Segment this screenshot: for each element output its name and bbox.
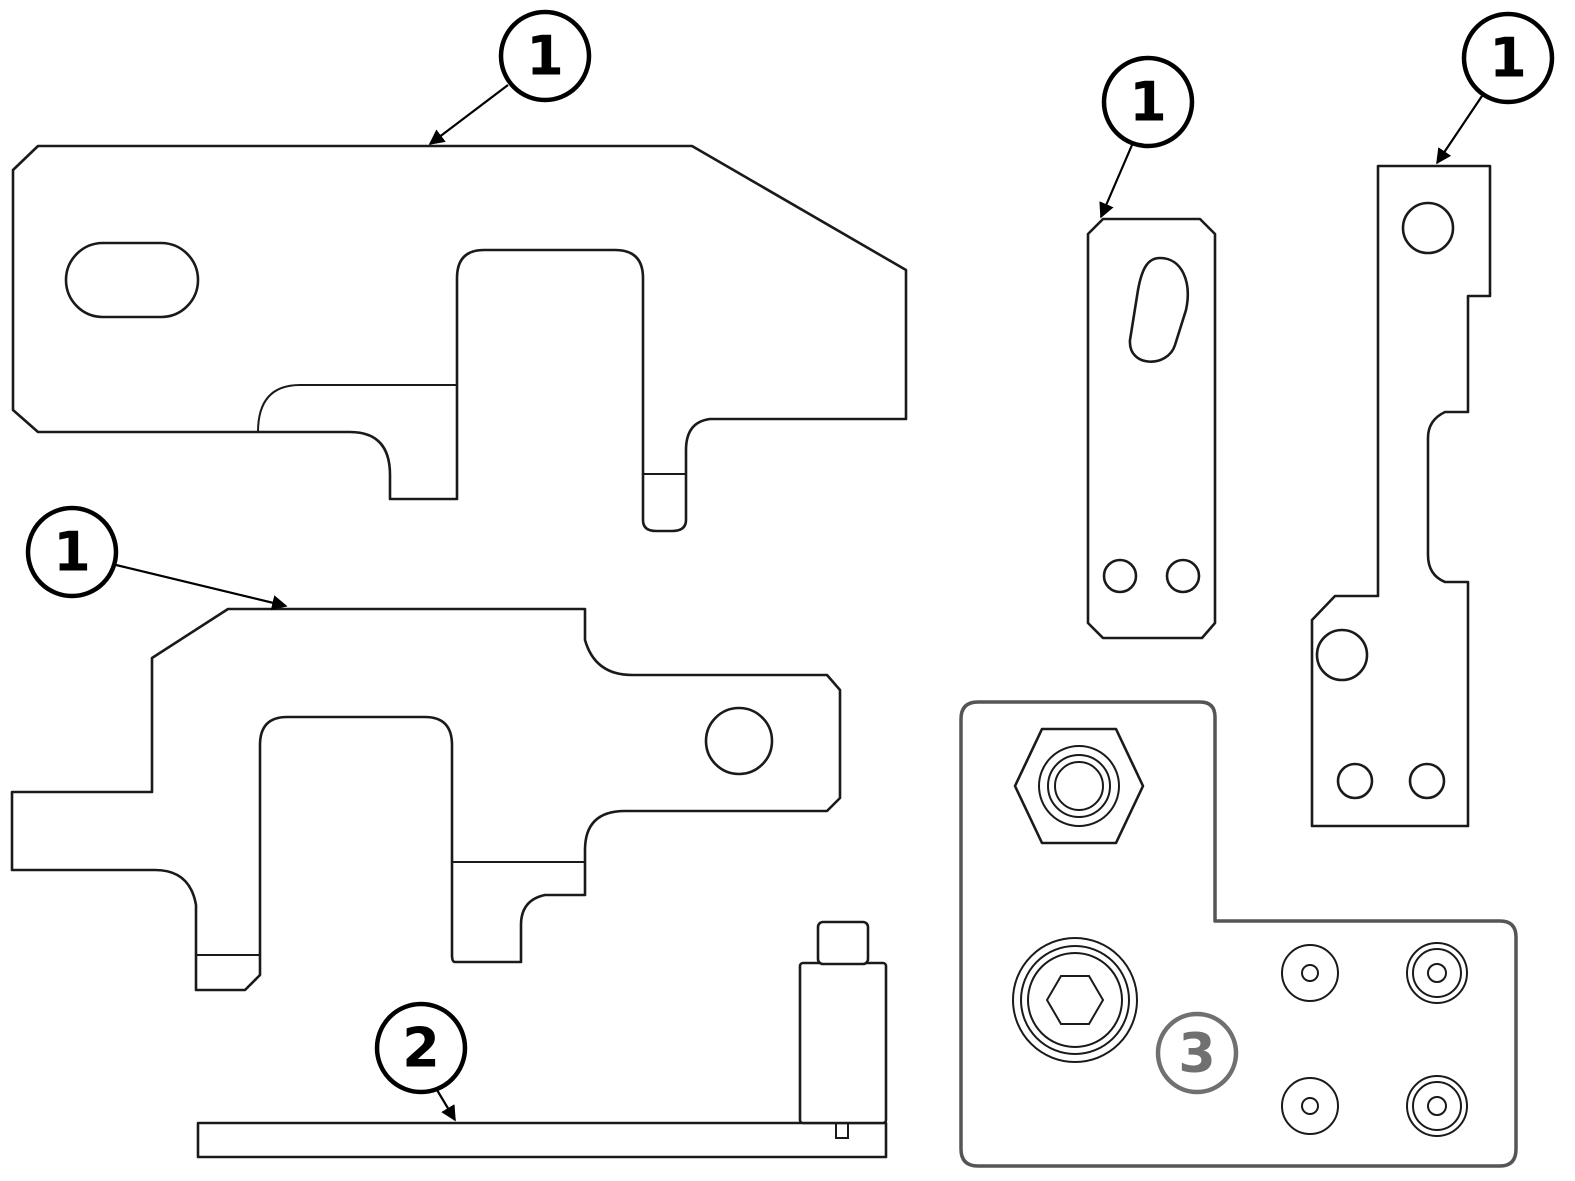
mid-hole (1315, 628, 1369, 682)
callout-tall-plate: 1 (1436, 11, 1555, 165)
small-screw-3 (1281, 1077, 1339, 1135)
pin-shaft (196, 1121, 888, 1159)
small-screw-1 (1281, 944, 1339, 1002)
hex-nut (1013, 727, 1145, 845)
bottom-hole-right (1408, 762, 1446, 800)
callout-top-left-plate: 1 (428, 9, 592, 145)
callout-label: 1 (53, 521, 91, 584)
timing-plate-middle-left (10, 607, 842, 992)
angled-slot (1128, 256, 1189, 363)
callout-holder-plate: 3 (1155, 1011, 1239, 1095)
callout-small-slotted-plate: 1 (1099, 55, 1195, 219)
callout-label: 1 (1129, 71, 1167, 134)
timing-plate-top-left (11, 144, 908, 533)
top-hole (1401, 201, 1455, 255)
hex-socket-bolt (1012, 937, 1138, 1063)
round-hole (704, 706, 774, 776)
slot-hole (64, 241, 200, 319)
bottom-hole-left (1336, 762, 1374, 800)
callout-label: 2 (402, 1017, 440, 1080)
pin-cap (816, 920, 870, 966)
pin-body (798, 961, 888, 1125)
small-screw-2 (1406, 942, 1468, 1004)
small-slotted-plate (1086, 217, 1217, 640)
callout-middle-left-plate: 1 (25, 505, 288, 611)
callout-pin-tool: 2 (374, 1001, 468, 1122)
tall-stepped-plate (1310, 164, 1492, 828)
locking-pin-tool (196, 920, 888, 1159)
callout-label: 1 (1489, 27, 1527, 90)
hole-left (1102, 558, 1138, 594)
callout-label: 1 (526, 25, 564, 88)
hole-right (1165, 558, 1201, 594)
holder-plate (959, 700, 1518, 1168)
small-screw-4 (1406, 1075, 1468, 1137)
callout-label: 3 (1178, 1022, 1216, 1085)
